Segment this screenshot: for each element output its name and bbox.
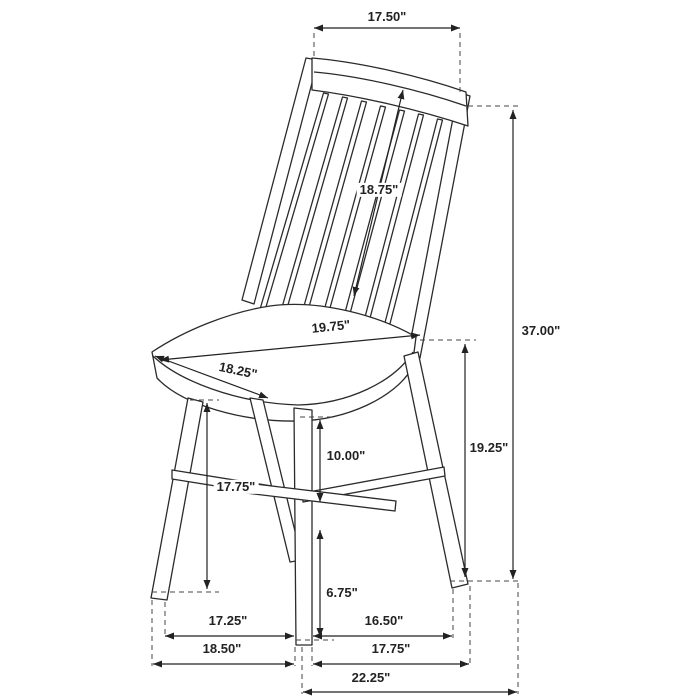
dim-label-backrest-length: 18.75" xyxy=(356,182,402,198)
top-rail-groove xyxy=(313,71,467,107)
dim-label-seat-to-stretcher: 10.00" xyxy=(323,448,369,464)
dimension-lines xyxy=(153,24,517,696)
dim-line-seat-width xyxy=(159,332,421,363)
dim-label-front-base-width: 18.50" xyxy=(199,641,245,657)
dim-label-back-top-width: 17.50" xyxy=(364,9,410,25)
dim-label-side-base-depth: 17.75" xyxy=(368,641,414,657)
dim-label-stretcher-to-floor: 6.75" xyxy=(323,585,361,601)
chair-artwork xyxy=(150,57,471,646)
leg-front-right xyxy=(293,407,313,646)
dim-label-overall-depth: 22.25" xyxy=(348,670,394,686)
extension-lines xyxy=(151,33,521,694)
dim-label-left-leg-height: 17.75" xyxy=(213,479,259,495)
dim-label-front-leg-spacing: 17.25" xyxy=(205,613,251,629)
dim-line-seat-depth xyxy=(154,355,269,399)
back-stile-left xyxy=(241,57,319,305)
dim-label-overall-height: 37.00" xyxy=(518,323,564,339)
top-rail xyxy=(311,57,469,127)
leg-front-left xyxy=(150,397,204,601)
dim-label-seat-height: 19.25" xyxy=(466,440,512,456)
dim-label-side-leg-spacing: 16.50" xyxy=(361,613,407,629)
